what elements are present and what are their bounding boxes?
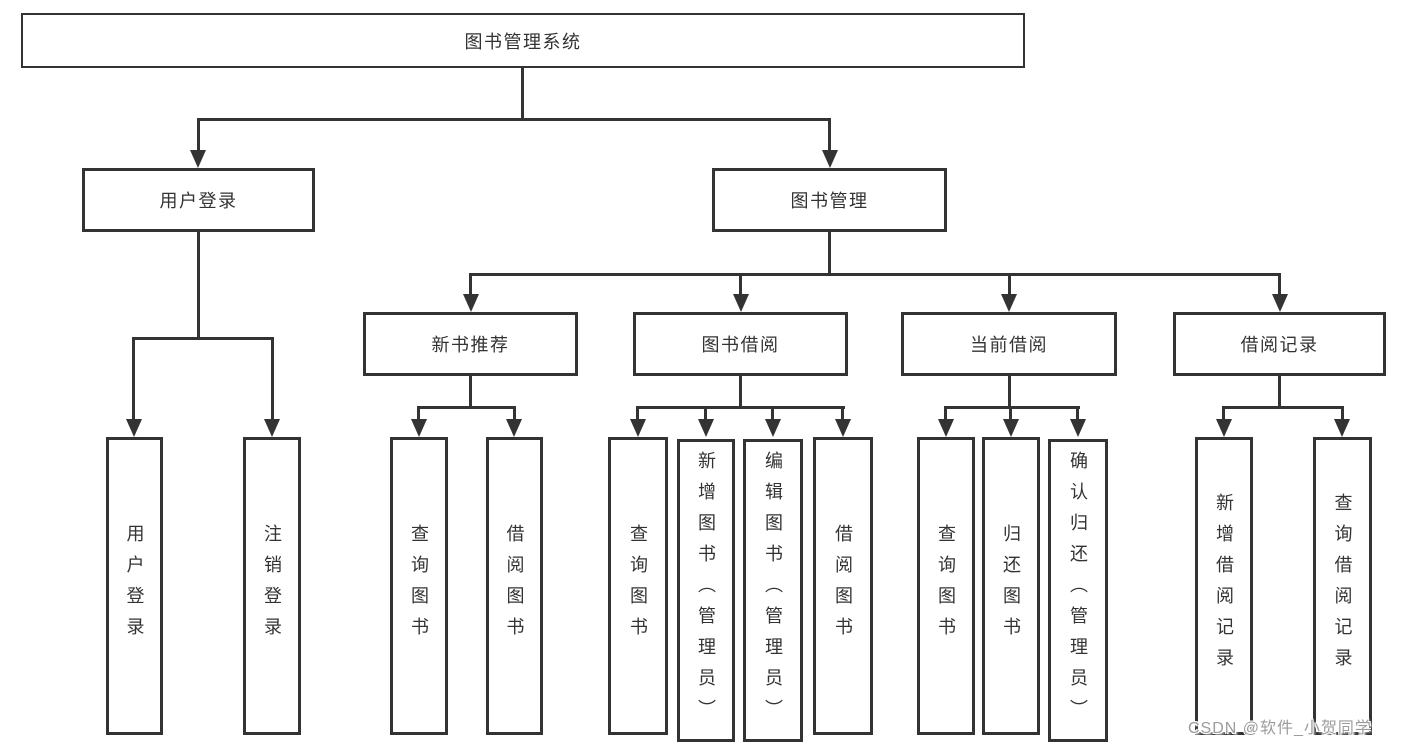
connector-line [704, 406, 707, 421]
leaf-query-books-borrow: 查询图书 [608, 437, 668, 735]
node-label: 查询图书 [628, 524, 648, 648]
node-label: 新增借阅记录 [1214, 493, 1234, 679]
arrow-down-icon [264, 419, 280, 437]
connector-line [1341, 406, 1344, 421]
node-label: 新增图书（管理员） [696, 451, 716, 730]
arrow-down-icon [506, 419, 522, 437]
connector-line [828, 232, 831, 275]
leaf-borrow-books-recommend: 借阅图书 [486, 437, 543, 735]
node-label: 借阅记录 [1240, 335, 1319, 355]
node-current-borrowing: 当前借阅 [901, 312, 1117, 376]
node-label: 查询图书 [936, 524, 956, 648]
node-label: 归还图书 [1001, 524, 1021, 648]
connector-line [469, 273, 472, 296]
connector-line [521, 68, 524, 121]
node-label: 图书管理系统 [464, 31, 582, 52]
arrow-down-icon [1003, 419, 1019, 437]
connector-line [469, 376, 472, 409]
arrow-down-icon [1334, 419, 1350, 437]
csdn-watermark: CSDN @软件_小贺同学 [1188, 720, 1372, 737]
arrow-down-icon [698, 419, 714, 437]
connector-line [944, 406, 947, 421]
node-label: 查询借阅记录 [1332, 493, 1353, 679]
arrow-down-icon [1216, 419, 1232, 437]
arrow-down-icon [1070, 419, 1086, 437]
connector-line [1278, 273, 1281, 296]
connector-line [1222, 406, 1344, 409]
connector-line [513, 406, 516, 421]
connector-line [271, 337, 274, 421]
node-new-book-recommendation: 新书推荐 [363, 312, 578, 376]
connector-line [739, 273, 742, 296]
node-label: 编辑图书（管理员） [763, 451, 783, 730]
connector-line [132, 337, 135, 421]
connector-line [1278, 376, 1281, 409]
node-label: 借阅图书 [833, 524, 853, 648]
arrow-down-icon [630, 419, 646, 437]
connector-line [1076, 406, 1079, 421]
leaf-confirm-return-admin: 确认归还（管理员） [1048, 439, 1108, 742]
connector-line [1008, 273, 1011, 296]
leaf-query-books-recommend: 查询图书 [390, 437, 448, 735]
node-borrowing-records: 借阅记录 [1173, 312, 1386, 376]
connector-line [739, 376, 742, 409]
leaf-edit-book-admin: 编辑图书（管理员） [743, 439, 803, 742]
leaf-query-borrow-record: 查询借阅记录 [1313, 437, 1372, 735]
connector-line [417, 406, 516, 409]
leaf-query-books-current: 查询图书 [917, 437, 975, 735]
leaf-return-book: 归还图书 [982, 437, 1040, 735]
leaf-add-borrow-record: 新增借阅记录 [1195, 437, 1253, 735]
connector-line [197, 118, 831, 121]
node-label: 借阅图书 [504, 524, 525, 648]
node-label: 用户登录 [124, 524, 145, 648]
connector-line [636, 406, 639, 421]
leaf-logout: 注销登录 [243, 437, 301, 735]
connector-line [417, 406, 420, 421]
connector-line [197, 232, 200, 339]
arrow-down-icon [822, 150, 838, 168]
connector-line [197, 118, 200, 151]
arrow-down-icon [190, 150, 206, 168]
arrow-down-icon [835, 419, 851, 437]
leaf-user-login: 用户登录 [106, 437, 163, 735]
leaf-add-book-admin: 新增图书（管理员） [677, 439, 735, 742]
arrow-down-icon [1272, 294, 1288, 312]
connector-line [132, 337, 274, 340]
connector-line [841, 406, 844, 421]
connector-line [1009, 406, 1012, 421]
connector-line [636, 406, 845, 409]
connector-line [1008, 376, 1011, 409]
arrow-down-icon [1001, 294, 1017, 312]
arrow-down-icon [733, 294, 749, 312]
arrow-down-icon [765, 419, 781, 437]
node-label: 查询图书 [409, 524, 429, 648]
node-label: 确认归还（管理员） [1068, 451, 1088, 730]
node-library-management-system: 图书管理系统 [21, 13, 1025, 68]
node-label: 当前借阅 [970, 335, 1048, 355]
arrow-down-icon [938, 419, 954, 437]
node-label: 新书推荐 [431, 335, 510, 355]
arrow-down-icon [126, 419, 142, 437]
node-label: 图书管理 [790, 191, 869, 211]
leaf-borrow-books-borrow: 借阅图书 [813, 437, 873, 735]
connector-line [1222, 406, 1225, 421]
node-label: 用户登录 [159, 191, 238, 211]
connector-line [828, 118, 831, 151]
connector-line [944, 406, 1080, 409]
node-user-login: 用户登录 [82, 168, 315, 232]
node-book-management: 图书管理 [712, 168, 947, 232]
arrow-down-icon [411, 419, 427, 437]
connector-line [771, 406, 774, 421]
node-label: 注销登录 [262, 524, 282, 648]
node-label: 图书借阅 [701, 335, 780, 355]
node-book-borrowing: 图书借阅 [633, 312, 848, 376]
connector-line [469, 273, 1281, 276]
arrow-down-icon [463, 294, 479, 312]
